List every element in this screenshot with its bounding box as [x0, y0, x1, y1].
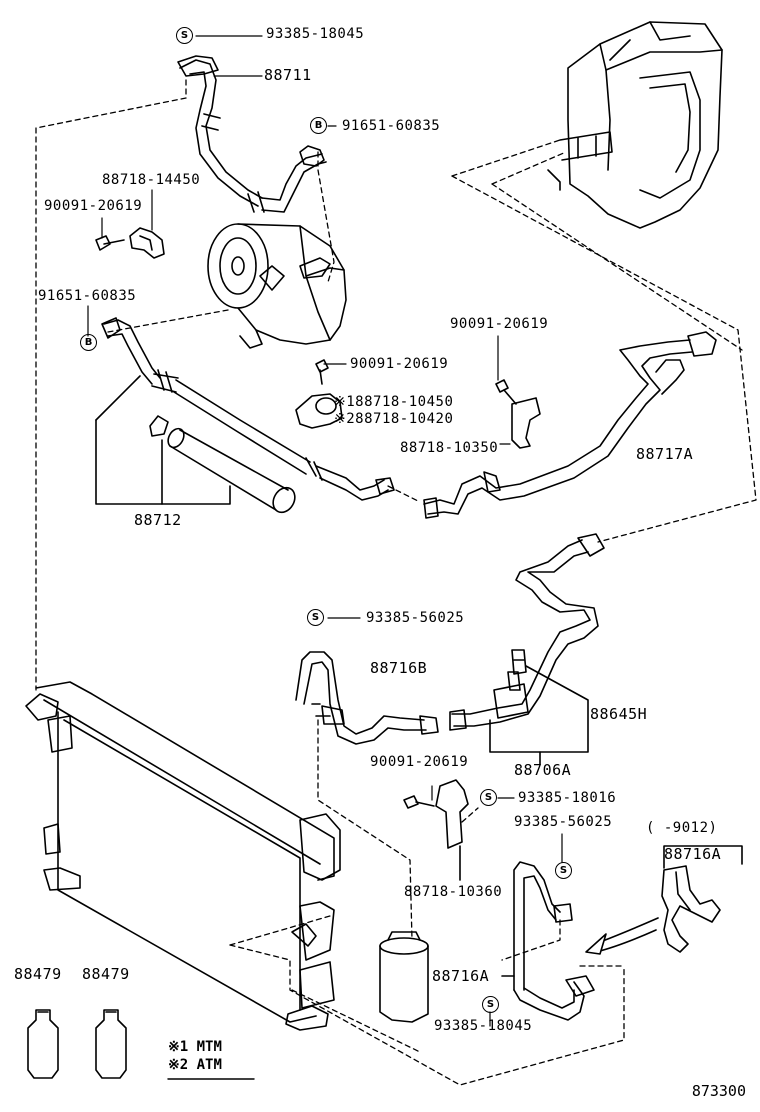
- bracket-88718-10350: [495, 379, 541, 449]
- part-88716A-right: 88716A: [664, 845, 722, 863]
- legend: ※1 MTM ※2 ATM: [168, 1038, 222, 1074]
- s-badge-93385-56025: S: [555, 862, 572, 879]
- label-leaders: [87, 35, 563, 1027]
- part-93385-18016: 93385-18016: [518, 790, 617, 806]
- b-badge-left: B: [80, 334, 97, 351]
- dashed-leader-lines: [35, 79, 757, 1086]
- part-90091-20619-a: 90091-20619: [44, 198, 143, 214]
- tube-88716B: [295, 651, 439, 745]
- hose-protector: [149, 415, 296, 514]
- tube-88706A: [449, 533, 605, 731]
- part-88716B: 88716B: [370, 659, 428, 677]
- part-90091-20619-c: 90091-20619: [450, 316, 549, 332]
- part-88645H: 88645H: [590, 705, 648, 723]
- part-88706A: 88706A: [514, 761, 572, 779]
- s-badge-88716B: S: [307, 609, 324, 626]
- bottle-88479-a: [27, 1009, 59, 1079]
- bracket-88645H: [489, 665, 589, 765]
- hose-88712: [101, 317, 395, 501]
- part-88718-14450: 88718-14450: [102, 172, 201, 188]
- part-88716A-mid: 88716A: [432, 967, 490, 985]
- condenser: [25, 681, 341, 1031]
- part-91651-60835-left: 91651-60835: [38, 288, 137, 304]
- part-93385-18045-bottom: 93385-18045: [434, 1018, 533, 1034]
- tube-88716A: [513, 861, 595, 1021]
- legend-atm: ※2 ATM: [168, 1057, 222, 1073]
- bottle-88479-b: [95, 1009, 127, 1079]
- part-range-9012: ( -9012): [646, 820, 718, 836]
- part-91651-60835-top: 91651-60835: [342, 118, 441, 134]
- part-88718-10360: 88718-10360: [404, 884, 503, 900]
- hose-88711: [177, 55, 327, 213]
- part-93385-56025-a: 93385-56025: [366, 610, 465, 626]
- legend-mtm: ※1 MTM: [168, 1039, 222, 1055]
- s-badge-bottom: S: [482, 996, 499, 1013]
- b-badge-top: B: [310, 117, 327, 134]
- clamp-88718-10450: [295, 359, 343, 429]
- part-288718-10420: ※288718-10420: [334, 411, 454, 427]
- s-badge-93385-18016: S: [480, 789, 497, 806]
- part-90091-20619-d: 90091-20619: [370, 754, 469, 770]
- part-93385-56025-b: 93385-56025: [514, 814, 613, 830]
- compressor: [207, 223, 347, 349]
- part-93385-18045-top: 93385-18045: [266, 26, 365, 42]
- evaporator-unit: [547, 21, 723, 229]
- diagram-code: 873300: [691, 1082, 746, 1100]
- part-88711: 88711: [264, 66, 312, 84]
- part-88479-a: 88479: [14, 965, 62, 983]
- part-188718-10450: ※188718-10450: [334, 394, 454, 410]
- clamp-88718-14450: [95, 227, 165, 259]
- part-88479-b: 88479: [82, 965, 130, 983]
- transfer-arrow: [585, 933, 607, 955]
- part-90091-20619-b: 90091-20619: [350, 356, 449, 372]
- part-88718-10350: 88718-10350: [400, 440, 499, 456]
- receiver-drier: [379, 931, 429, 1023]
- part-88712: 88712: [134, 511, 182, 529]
- part-88717A: 88717A: [636, 445, 694, 463]
- bracket-88712: [95, 375, 231, 505]
- s-badge-top: S: [176, 27, 193, 44]
- bracket-88718-10360: [403, 779, 469, 881]
- tube-88717A: [423, 331, 717, 519]
